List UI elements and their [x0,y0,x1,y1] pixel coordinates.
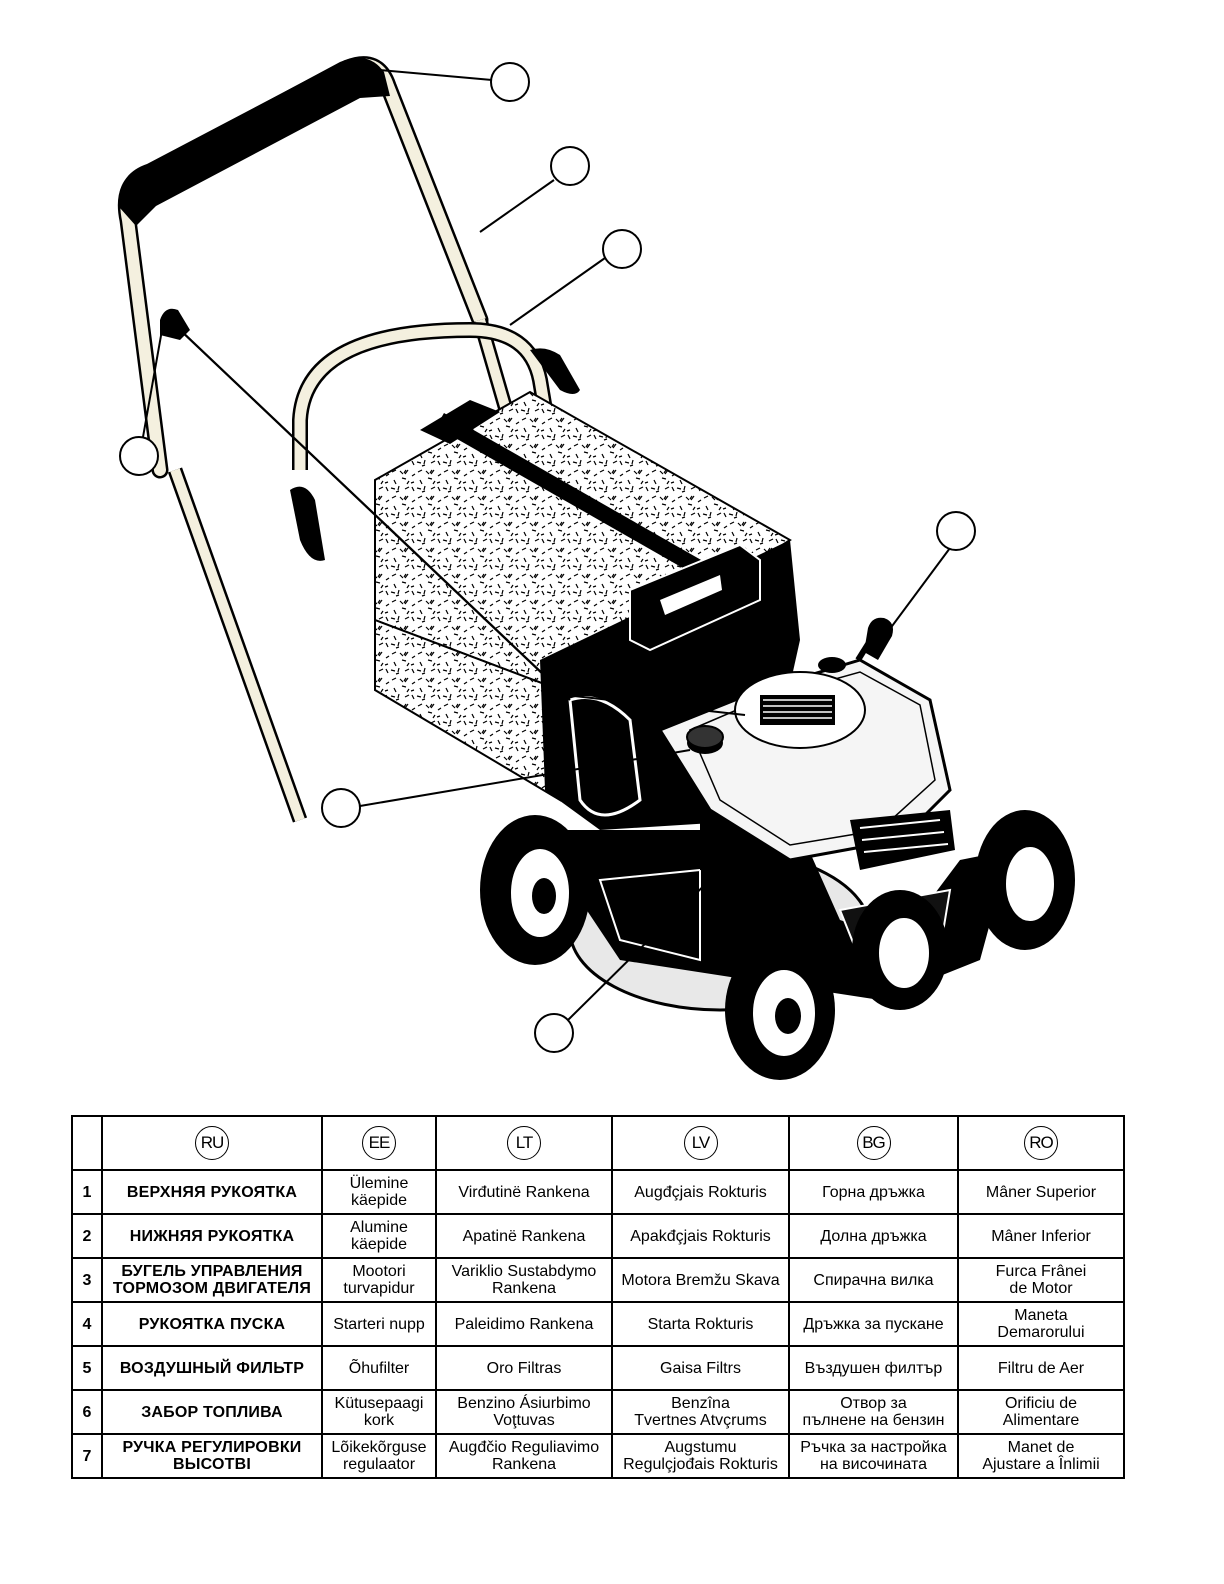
catcher-frame [292,321,568,502]
part-name-bg: Дръжка за пускане [788,1301,959,1347]
fuel-cap-icon [686,725,724,754]
callout-circle [602,229,642,269]
part-name-bg: Въздушен филтър [788,1345,959,1391]
part-name-lv: Augđçjais Rokturis [611,1169,790,1215]
part-number: 5 [71,1345,103,1391]
lang-badge: BG [856,1126,891,1160]
legend-row: 4 РУКОЯТКА ПУСКА Starteri nupp Paleidimo… [71,1301,1125,1347]
part-name-ru: РУЧКА РЕГУЛИРОВКИ ВЫСОТВI [101,1433,323,1479]
part-name-bg: Спирачна вилка [788,1257,959,1303]
part-name-lv: Augstumu Regulçjođais Rokturis [611,1433,790,1479]
part-name-bg: Долна дръжка [788,1213,959,1259]
lang-badge: RO [1024,1126,1058,1160]
callout-circle [534,1013,574,1053]
part-name-ru: ВОЗДУШНЫЙ ФИЛЬТР [101,1345,323,1391]
part-name-ee: Ülemine käepide [321,1169,437,1215]
legend-row: 6 ЗАБОР ТОПЛИВА Kütusepaagi kork Benzino… [71,1389,1125,1435]
part-name-ru: ВЕРХНЯЯ РУКОЯТКА [101,1169,323,1215]
part-name-bg: Горна дръжка [788,1169,959,1215]
part-name-lv: Gaisa Filtrs [611,1345,790,1391]
parts-legend-table: RU EE LT LV BG RO 1 ВЕРХНЯЯ РУКОЯТКА Üle… [71,1115,1125,1479]
legend-row: 1 ВЕРХНЯЯ РУКОЯТКА Ülemine käepide Virđu… [71,1169,1125,1215]
part-name-ru: НИЖНЯЯ РУКОЯТКА [101,1213,323,1259]
part-name-ee: Alumine käepide [321,1213,437,1259]
part-name-ro: Filtru de Aer [957,1345,1125,1391]
lang-badge: RU [195,1126,229,1160]
lang-header-ro: RO [957,1115,1125,1171]
part-name-lt: Variklio Sustabdymo Rankena [435,1257,613,1303]
legend-row: 5 ВОЗДУШНЫЙ ФИЛЬТР Õhufilter Oro Filtras… [71,1345,1125,1391]
part-name-lv: Apakđçjais Rokturis [611,1213,790,1259]
part-name-ro: Mâner Superior [957,1169,1125,1215]
part-number: 7 [71,1433,103,1479]
part-name-bg: Ръчка за настройка на височината [788,1433,959,1479]
engine [657,658,955,880]
lawn-mower-diagram [117,56,1075,1080]
part-name-ro: Maneta Demarorului [957,1301,1125,1347]
language-header-row: RU EE LT LV BG RO [71,1115,1125,1171]
part-name-lv: Starta Rokturis [611,1301,790,1347]
part-number: 1 [71,1169,103,1215]
part-name-lv: Benzîna Tvertnes Atvçrums [611,1389,790,1435]
part-number: 6 [71,1389,103,1435]
legend-row: 2 НИЖНЯЯ РУКОЯТКА Alumine käepide Apatin… [71,1213,1125,1259]
callout-circle [321,788,361,828]
callout-circle [550,146,590,186]
callout-circle [119,436,159,476]
part-number: 4 [71,1301,103,1347]
part-name-ro: Mâner Inferior [957,1213,1125,1259]
part-name-ee: Kütusepaagi kork [321,1389,437,1435]
part-name-ru: ЗАБОР ТОПЛИВА [101,1389,323,1435]
callout-circle [936,511,976,551]
part-name-ee: Starteri nupp [321,1301,437,1347]
lang-header-bg: BG [788,1115,959,1171]
part-name-lv: Motora Bremžu Skava [611,1257,790,1303]
part-number: 3 [71,1257,103,1303]
part-name-ee: Mootori turvapidur [321,1257,437,1303]
front-left-wheel [725,940,835,1080]
lang-badge: EE [362,1126,396,1160]
blank-header-cell [71,1115,103,1171]
lang-badge: LV [683,1126,718,1160]
part-name-ro: Furca Frânei de Motor [957,1257,1125,1303]
upper-handle [117,56,489,479]
lang-header-ee: EE [321,1115,437,1171]
part-name-ee: Lõikekõrguse regulaator [321,1433,437,1479]
part-name-ee: Õhufilter [321,1345,437,1391]
legend-row: 3 БУГЕЛЬ УПРАВЛЕНИЯ ТОРМОЗОМ ДВИГАТЕЛЯ M… [71,1257,1125,1303]
part-name-lt: Augđčio Reguliavimo Rankena [435,1433,613,1479]
front-right-wheel [852,890,948,1010]
part-name-lt: Benzino Ásiurbimo Voţtuvas [435,1389,613,1435]
part-name-lt: Virđutinë Rankena [435,1169,613,1215]
rear-right-wheel [975,810,1075,950]
callout-circle [490,62,530,102]
lang-header-lt: LT [435,1115,613,1171]
height-adjust-lever [855,617,893,662]
starter-handle [160,308,580,561]
part-name-ro: Manet de Ajustare a Înlimii [957,1433,1125,1479]
lang-header-ru: RU [101,1115,323,1171]
lang-badge: LT [507,1126,541,1160]
part-number: 2 [71,1213,103,1259]
part-name-ru: РУКОЯТКА ПУСКА [101,1301,323,1347]
part-name-lt: Apatinë Rankena [435,1213,613,1259]
rear-left-wheel [480,815,590,965]
air-filter-icon [734,671,866,749]
oil-cap-icon [818,657,846,673]
callouts [119,62,976,1053]
lang-header-lv: LV [611,1115,790,1171]
control-cables [174,324,746,716]
legend-row: 7 РУЧКА РЕГУЛИРОВКИ ВЫСОТВI Lõikekõrguse… [71,1433,1125,1479]
part-name-bg: Отвор за пълнене на бензин [788,1389,959,1435]
part-name-ru: БУГЕЛЬ УПРАВЛЕНИЯ ТОРМОЗОМ ДВИГАТЕЛЯ [101,1257,323,1303]
part-name-lt: Paleidimo Rankena [435,1301,613,1347]
part-name-lt: Oro Filtras [435,1345,613,1391]
part-name-ro: Orificiu de Alimentare [957,1389,1125,1435]
